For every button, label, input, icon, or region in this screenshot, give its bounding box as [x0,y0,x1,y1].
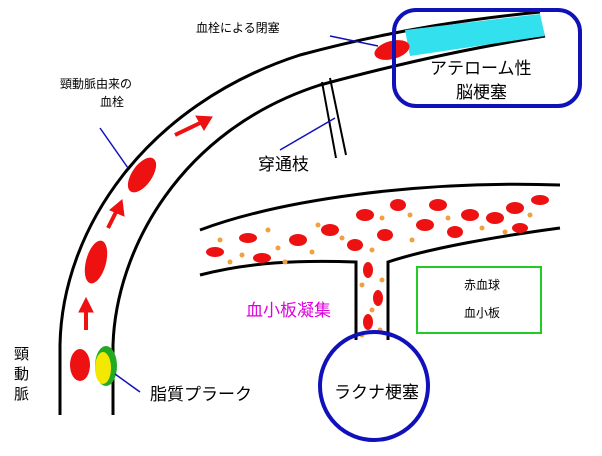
rbc [363,314,373,330]
rbc [429,199,447,211]
rbc [206,247,224,257]
carotid-artery-char-1: 頸 [14,345,30,363]
legend: 赤血球 血小板 [416,266,542,334]
atheromatous-highlight [392,8,582,108]
legend-platelet-label: 血小板 [464,306,501,320]
rbc [416,219,434,231]
embolic-occlusion-label: 血栓による閉塞 [196,21,280,35]
flow-arrow [174,115,213,137]
flow-arrow [106,199,125,229]
rbc [531,195,549,205]
thrombus-ascending [84,240,108,284]
rbc [390,199,406,211]
pointer-embolic [329,35,379,47]
lacunar-highlight [318,330,430,442]
rbc [486,212,504,224]
rbc [347,239,363,251]
small-artery-upper-wall [199,182,561,232]
flow-arrow [78,296,94,330]
pointer-perforating [279,117,336,151]
pointer-carotid-thrombus [99,127,129,169]
pointer-plaque [114,373,141,393]
carotid-thrombus-label-line1: 頸動脈由来の [60,77,133,91]
atheromatous-infarction-label-line1: アテローム性 [430,59,532,79]
rbc [321,224,339,236]
rbc [461,209,479,221]
rbc [239,233,257,243]
perforating-branch-label: 穿通枝 [258,155,309,175]
rbc [373,290,383,306]
rbc [506,202,524,214]
perforating-branch [321,77,347,159]
legend-rbc-label: 赤血球 [464,278,501,292]
carotid-artery-char-2: 動 [14,365,30,383]
artery-inner-wall [111,34,546,415]
rbc-cluster [206,195,549,330]
rbc [512,223,528,233]
carotid-thrombus-label-line2: 血栓 [100,95,125,109]
rbc [447,226,463,238]
rbc [377,229,393,241]
small-artery-lower-wall-right [386,226,561,340]
platelet-cluster [217,212,533,338]
thrombus-migrating [127,157,157,193]
artery-outer-wall [58,10,541,415]
lipid-plaque-label: 脂質プラーク [150,385,252,405]
rbc [289,234,307,246]
platelet-aggregation-label: 血小板凝集 [246,301,331,321]
lacunar-infarction-label: ラクナ梗塞 [334,383,419,403]
rbc [253,253,271,263]
small-artery-lower-wall-left [199,259,358,340]
thrombus-at-plaque [70,349,90,381]
atheromatous-infarction-label-line2: 脳梗塞 [456,83,507,103]
occluded-segment [405,14,545,56]
rbc [363,262,373,278]
plaque-yellow [95,352,111,384]
carotid-artery-char-3: 脈 [14,385,30,403]
rbc [356,209,374,221]
